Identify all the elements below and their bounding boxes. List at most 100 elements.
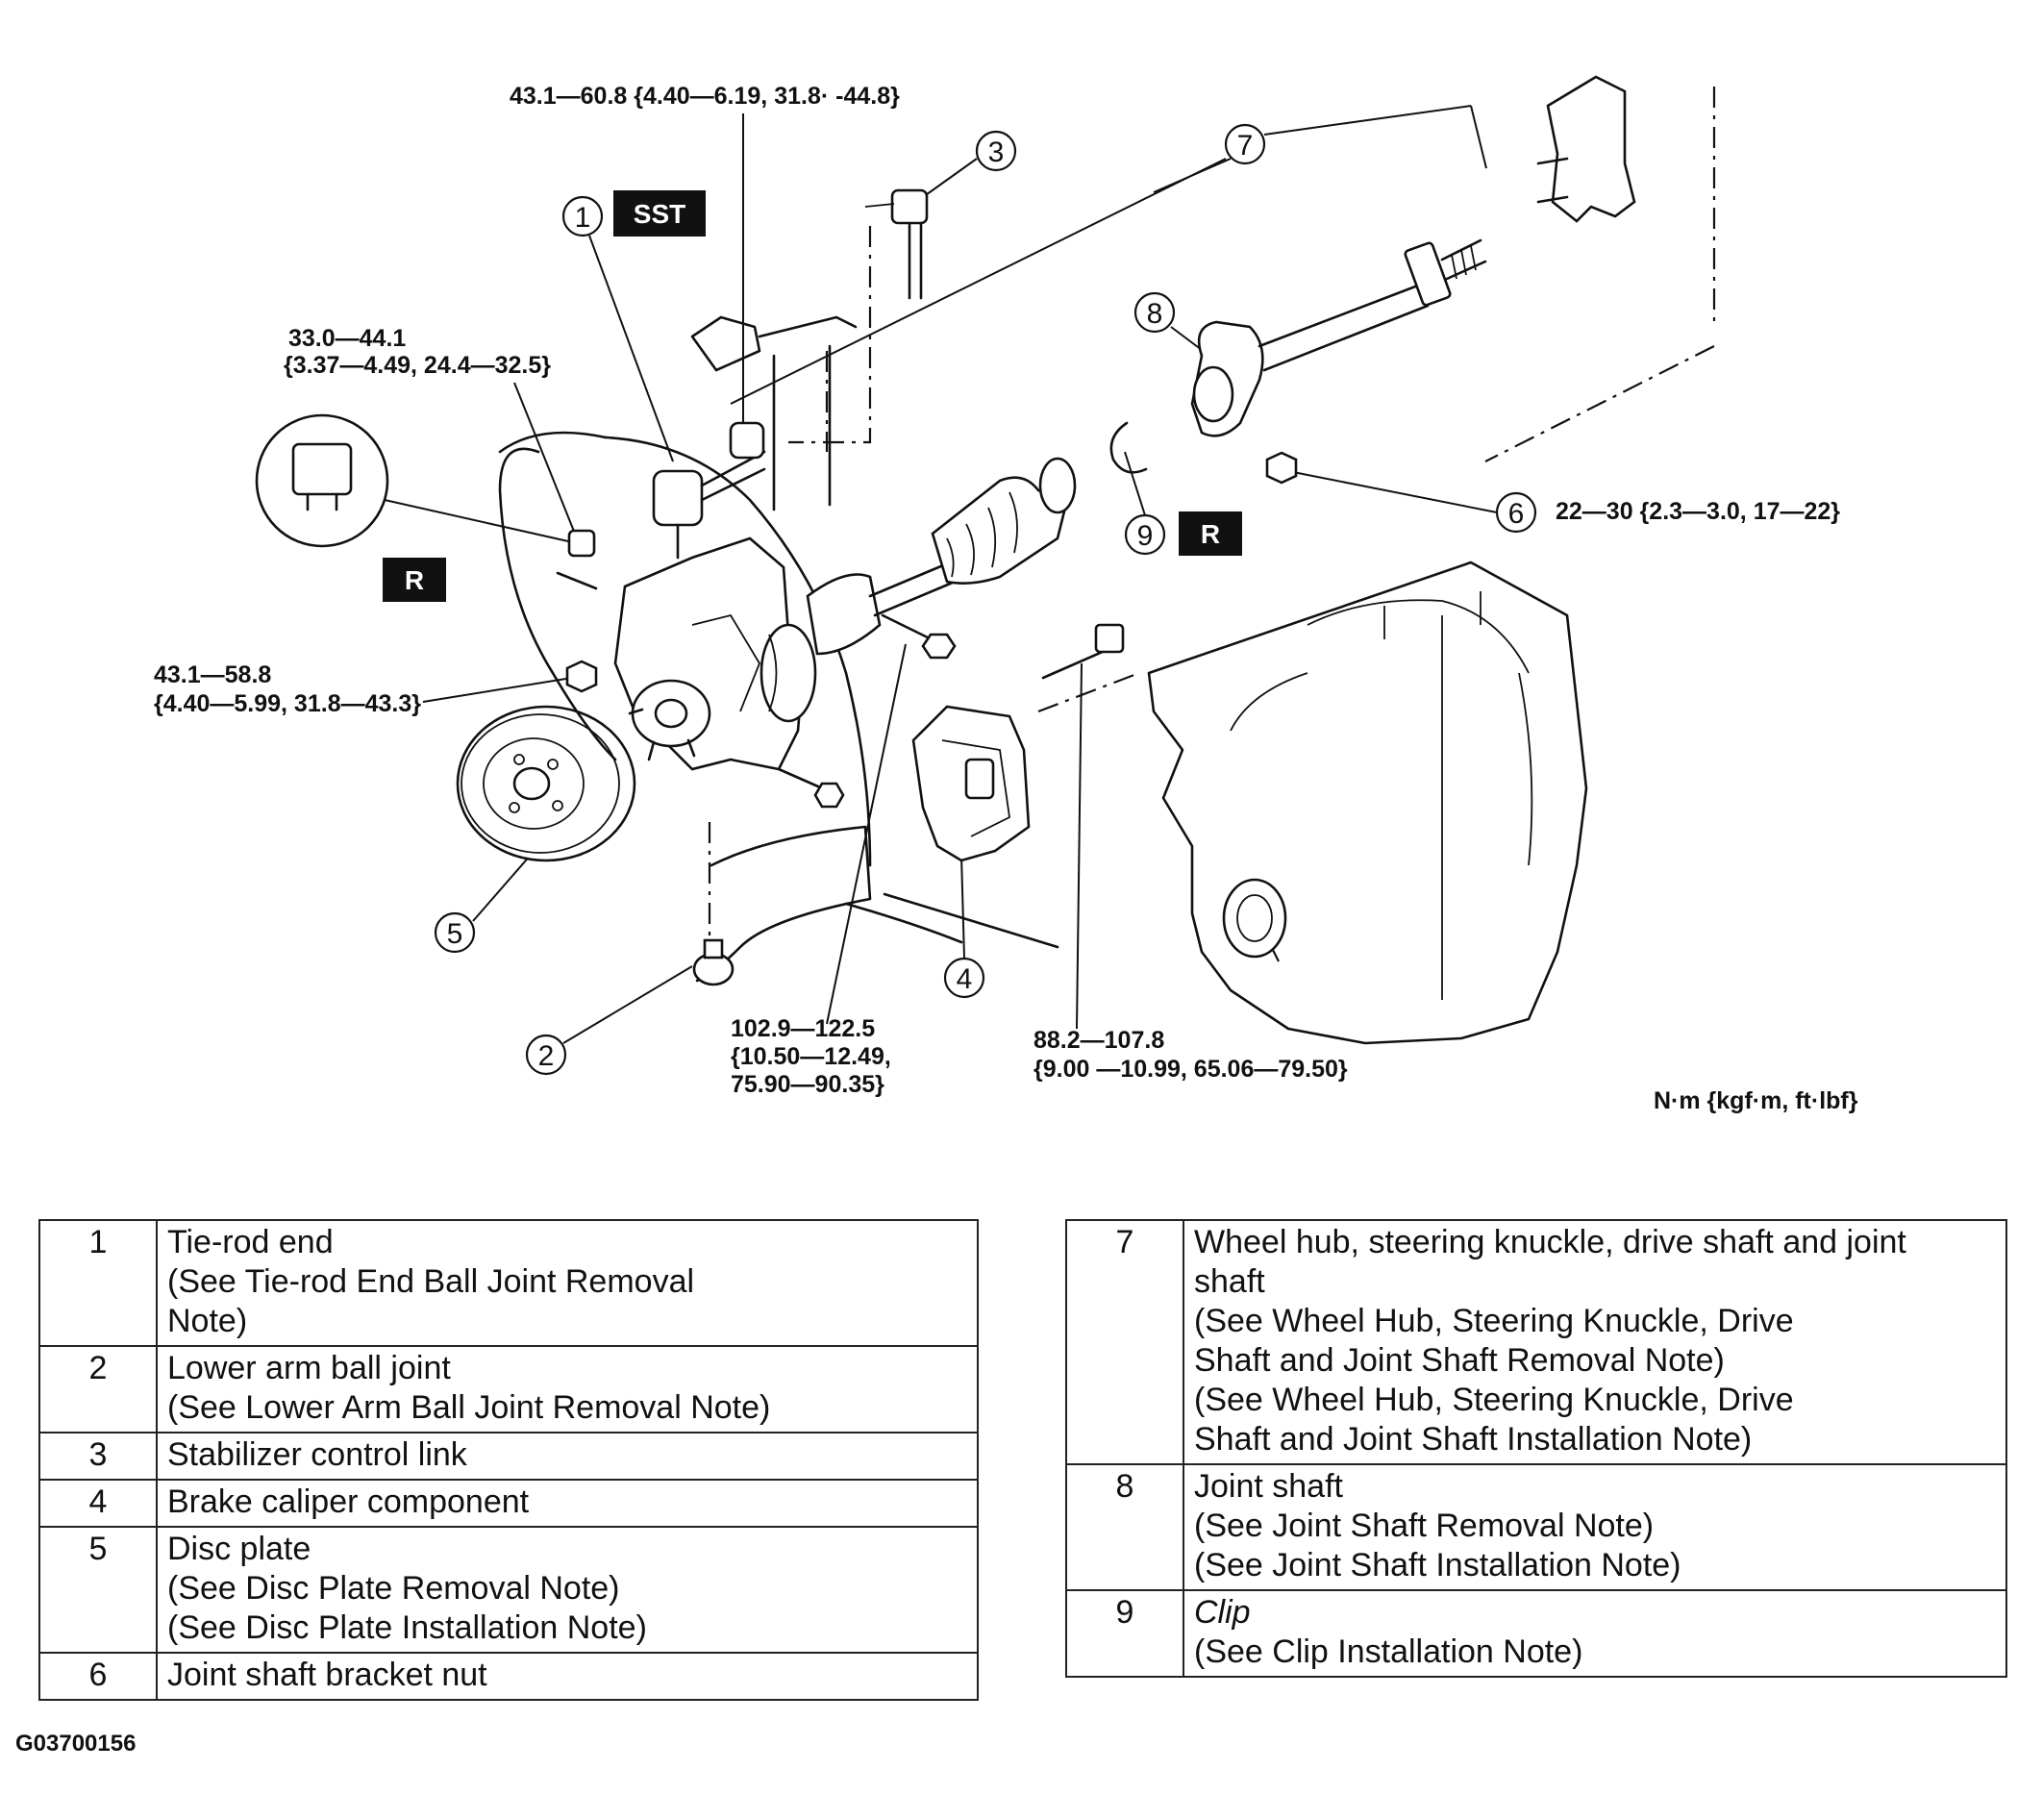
legend-item-number: 2 — [38, 1345, 158, 1434]
clip — [1109, 421, 1148, 474]
replace-badge-left: R — [383, 558, 446, 602]
legend-item-number: 3 — [38, 1432, 158, 1481]
disc-plate — [456, 705, 636, 862]
callout-7: 7 — [1224, 123, 1266, 165]
svg-text:6: 6 — [1508, 498, 1525, 530]
figure-code: G03700156 — [15, 1731, 137, 1757]
legend-description-line: (See Wheel Hub, Steering Knuckle, Drive — [1194, 1303, 1794, 1339]
bracket-nut — [1265, 451, 1298, 485]
legend-item-number: 5 — [38, 1526, 158, 1654]
svg-text:3: 3 — [988, 137, 1005, 168]
torque-label-ball-joint-nut-line2: {4.40—5.99, 31.8—43.3} — [154, 690, 421, 717]
replace-badge-left-label: R — [405, 565, 424, 595]
legend-description-line: Joint shaft — [1194, 1468, 1343, 1505]
joint-shaft-bracket — [1536, 75, 1636, 223]
legend-item-description: Disc plate(See Disc Plate Removal Note)(… — [156, 1526, 979, 1654]
legend-item-description: Wheel hub, steering knuckle, drive shaft… — [1183, 1219, 2007, 1465]
cotter-pin — [556, 571, 598, 590]
torque-units-label: N·m {kgf·m, ft·lbf} — [1654, 1087, 1858, 1114]
callout-2: 2 — [525, 1034, 567, 1076]
brake-caliper — [911, 623, 1125, 862]
steering-knuckle-and-hub — [613, 536, 817, 771]
torque-label-knuckle-bolt-line1: 102.9—122.5 — [731, 1015, 875, 1042]
torque-label-caliper-bolt-line2: {9.00 —10.99, 65.06—79.50} — [1033, 1056, 1348, 1083]
torque-label-stabilizer-nut-line2: {3.37—4.49, 24.4—32.5} — [284, 352, 551, 379]
sst-badge-label: SST — [634, 199, 685, 229]
legend-item-description: Joint shaft bracket nut — [156, 1652, 979, 1701]
svg-text:1: 1 — [575, 202, 591, 234]
leader-lines — [422, 105, 1498, 1044]
torque-label-bracket-nut: 22—30 {2.3—3.0, 17—22} — [1556, 498, 1840, 525]
drive-shaft — [806, 457, 1077, 656]
legend-item-number: 8 — [1065, 1463, 1184, 1591]
legend-item-description: Stabilizer control link — [156, 1432, 979, 1481]
legend-description-line: (See Disc Plate Installation Note) — [167, 1609, 647, 1646]
legend-row: 8 Joint shaft(See Joint Shaft Removal Not… — [1065, 1463, 2007, 1591]
callout-6: 6 — [1495, 491, 1537, 534]
callout-9: 9 — [1124, 513, 1166, 556]
ball-joint-nut — [565, 660, 598, 693]
legend-description-line: Joint shaft bracket nut — [167, 1657, 487, 1693]
replace-badge-right-label: R — [1201, 519, 1220, 549]
torque-label-knuckle-bolt-line3: 75.90—90.35} — [731, 1071, 884, 1098]
svg-text:7: 7 — [1237, 130, 1254, 162]
legend-description-line: Clip — [1194, 1594, 1251, 1631]
svg-text:4: 4 — [957, 963, 973, 995]
knuckle-upper-bolt — [881, 613, 957, 660]
lower-arm-ball-joint — [692, 938, 735, 986]
torque-label-tie-rod-nut: 43.1—60.8 {4.40—6.19, 31.8· -44.8} — [510, 83, 900, 110]
legend-item-number: 4 — [38, 1479, 158, 1528]
legend-item-description: Brake caliper component — [156, 1479, 979, 1528]
legend-description-line: shaft — [1194, 1263, 1265, 1300]
strut-bracket — [690, 315, 858, 511]
torque-label-ball-joint-nut-line1: 43.1—58.8 — [154, 661, 271, 688]
stabilizer-nut-detail-inset — [255, 413, 578, 548]
legend-description-line: Shaft and Joint Shaft Installation Note) — [1194, 1421, 1753, 1458]
legend-item-description: Lower arm ball joint(See Lower Arm Ball … — [156, 1345, 979, 1434]
legend-description-line: (See Disc Plate Removal Note) — [167, 1570, 620, 1607]
callout-4: 4 — [943, 957, 985, 999]
legend-description-line: Lower arm ball joint — [167, 1350, 451, 1386]
transaxle-housing — [1147, 561, 1588, 1045]
torque-label-caliper-bolt-line1: 88.2—107.8 — [1033, 1027, 1164, 1054]
legend-description-line: Brake caliper component — [167, 1483, 530, 1520]
legend-description-line: (See Clip Installation Note) — [1194, 1633, 1583, 1670]
assembly-center-lines — [708, 87, 1716, 962]
legend-description-line: (See Lower Arm Ball Joint Removal Note) — [167, 1389, 771, 1426]
legend-description-line: (See Tie-rod End Ball Joint Removal — [167, 1263, 695, 1300]
replace-badge-right: R — [1179, 511, 1242, 556]
torque-label-knuckle-bolt-line2: {10.50—12.49, — [731, 1043, 891, 1070]
legend-item-number: 9 — [1065, 1589, 1184, 1678]
legend-item-number: 1 — [38, 1219, 158, 1347]
legend-description-line: (See Wheel Hub, Steering Knuckle, Drive — [1194, 1382, 1794, 1418]
legend-item-description: Tie-rod end(See Tie-rod End Ball Joint R… — [156, 1219, 979, 1347]
legend-item-number: 6 — [38, 1652, 158, 1701]
callout-3: 3 — [975, 130, 1017, 172]
svg-text:9: 9 — [1137, 520, 1154, 552]
callout-8: 8 — [1133, 291, 1176, 334]
svg-text:5: 5 — [447, 918, 463, 950]
legend-description-line: Note) — [167, 1303, 248, 1339]
legend-description-line: Disc plate — [167, 1531, 311, 1567]
svg-text:8: 8 — [1147, 298, 1163, 330]
knuckle-lower-bolt — [777, 767, 845, 809]
callout-1: 1 — [561, 195, 604, 237]
stabilizer-nut — [567, 529, 596, 558]
legend-description-line: Shaft and Joint Shaft Removal Note) — [1194, 1342, 1725, 1379]
legend-description-line: (See Joint Shaft Removal Note) — [1194, 1508, 1655, 1544]
sst-badge: SST — [613, 190, 706, 237]
legend-description-line: Tie-rod end — [167, 1224, 334, 1260]
tie-rod-end — [652, 421, 766, 560]
legend-item-number: 7 — [1065, 1219, 1184, 1465]
legend-description-line: Stabilizer control link — [167, 1436, 467, 1473]
legend-item-description: Clip(See Clip Installation Note) — [1183, 1589, 2007, 1678]
